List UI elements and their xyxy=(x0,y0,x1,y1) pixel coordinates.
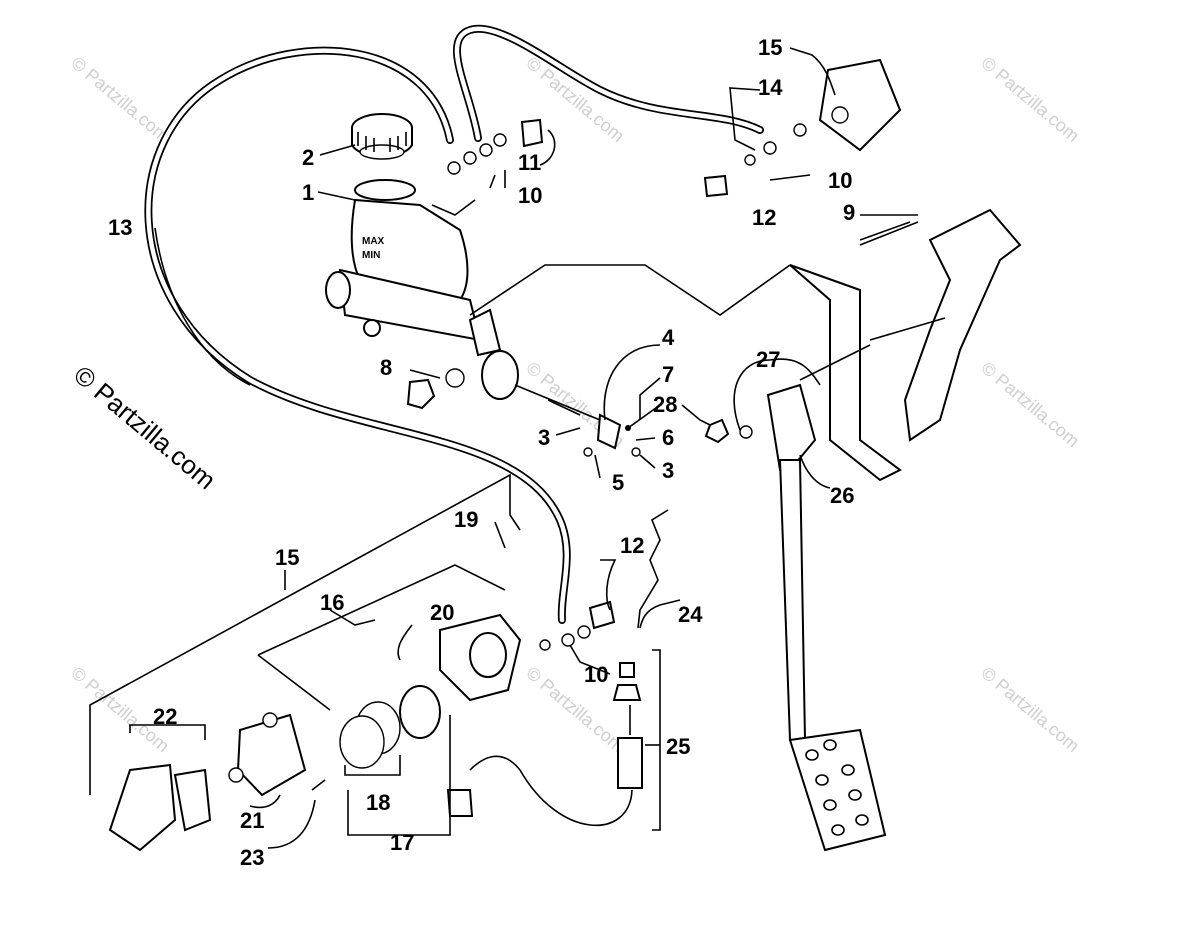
watermark-tile: © Partzilla.com xyxy=(67,53,173,146)
watermark-tile: © Partzilla.com xyxy=(977,663,1083,756)
callout-14: 14 xyxy=(758,75,783,100)
callout-19: 19 xyxy=(454,507,478,532)
callout-28: 28 xyxy=(653,392,677,417)
callout-11: 11 xyxy=(518,150,541,175)
master-cylinder: MAX MIN xyxy=(325,179,502,357)
callout-18: 18 xyxy=(366,790,390,815)
watermark-tile: © Partzilla.com xyxy=(977,53,1083,146)
watermark-tile: © Partzilla.com xyxy=(522,663,628,756)
callout-5: 5 xyxy=(612,470,624,495)
return-spring xyxy=(637,509,669,629)
hose-fittings xyxy=(447,58,911,651)
callout-12: 12 xyxy=(620,533,644,558)
callout-3: 3 xyxy=(662,458,674,483)
callout-21: 21 xyxy=(240,808,264,833)
callout-17: 17 xyxy=(390,830,414,855)
callout-1: 1 xyxy=(302,180,314,205)
callout-15: 15 xyxy=(758,35,782,60)
callout-22: 22 xyxy=(153,704,177,729)
callout-26: 26 xyxy=(830,483,854,508)
callout-27: 27 xyxy=(756,347,780,372)
callout-10: 10 xyxy=(828,168,852,193)
callout-7: 7 xyxy=(662,362,674,387)
brake-switch xyxy=(446,662,643,827)
callout-13: 13 xyxy=(108,215,132,240)
callout-20: 20 xyxy=(430,600,454,625)
callout-labels: 1 2 13 10 11 15 14 10 12 9 8 4 7 28 3 6 … xyxy=(108,35,855,870)
callout-16: 16 xyxy=(320,590,344,615)
pedal-bracket xyxy=(789,208,1022,482)
brake-pedal xyxy=(704,383,887,852)
hose-13 xyxy=(144,46,571,624)
hose-14 xyxy=(452,24,764,142)
reservoir-max-label: MAX xyxy=(362,236,385,247)
callout-25: 25 xyxy=(666,734,690,759)
callout-12: 12 xyxy=(752,205,776,230)
callout-23: 23 xyxy=(240,845,264,870)
reservoir-min-label: MIN xyxy=(362,250,380,261)
callout-2: 2 xyxy=(302,145,314,170)
callout-9: 9 xyxy=(843,200,855,225)
callout-6: 6 xyxy=(662,425,674,450)
callout-24: 24 xyxy=(678,602,703,627)
watermark-tile: © Partzilla.com xyxy=(977,358,1083,451)
callout-3: 3 xyxy=(538,425,550,450)
caliper-assembly xyxy=(108,613,522,852)
leader-lines xyxy=(89,47,918,849)
callout-10: 10 xyxy=(518,183,542,208)
boot-pushrod xyxy=(406,350,601,421)
callout-15: 15 xyxy=(275,545,299,570)
callout-4: 4 xyxy=(662,325,675,350)
callout-8: 8 xyxy=(380,355,392,380)
watermark-main: © Partzilla.com xyxy=(68,360,221,496)
callout-10: 10 xyxy=(584,662,608,687)
reservoir-cap xyxy=(351,113,413,160)
